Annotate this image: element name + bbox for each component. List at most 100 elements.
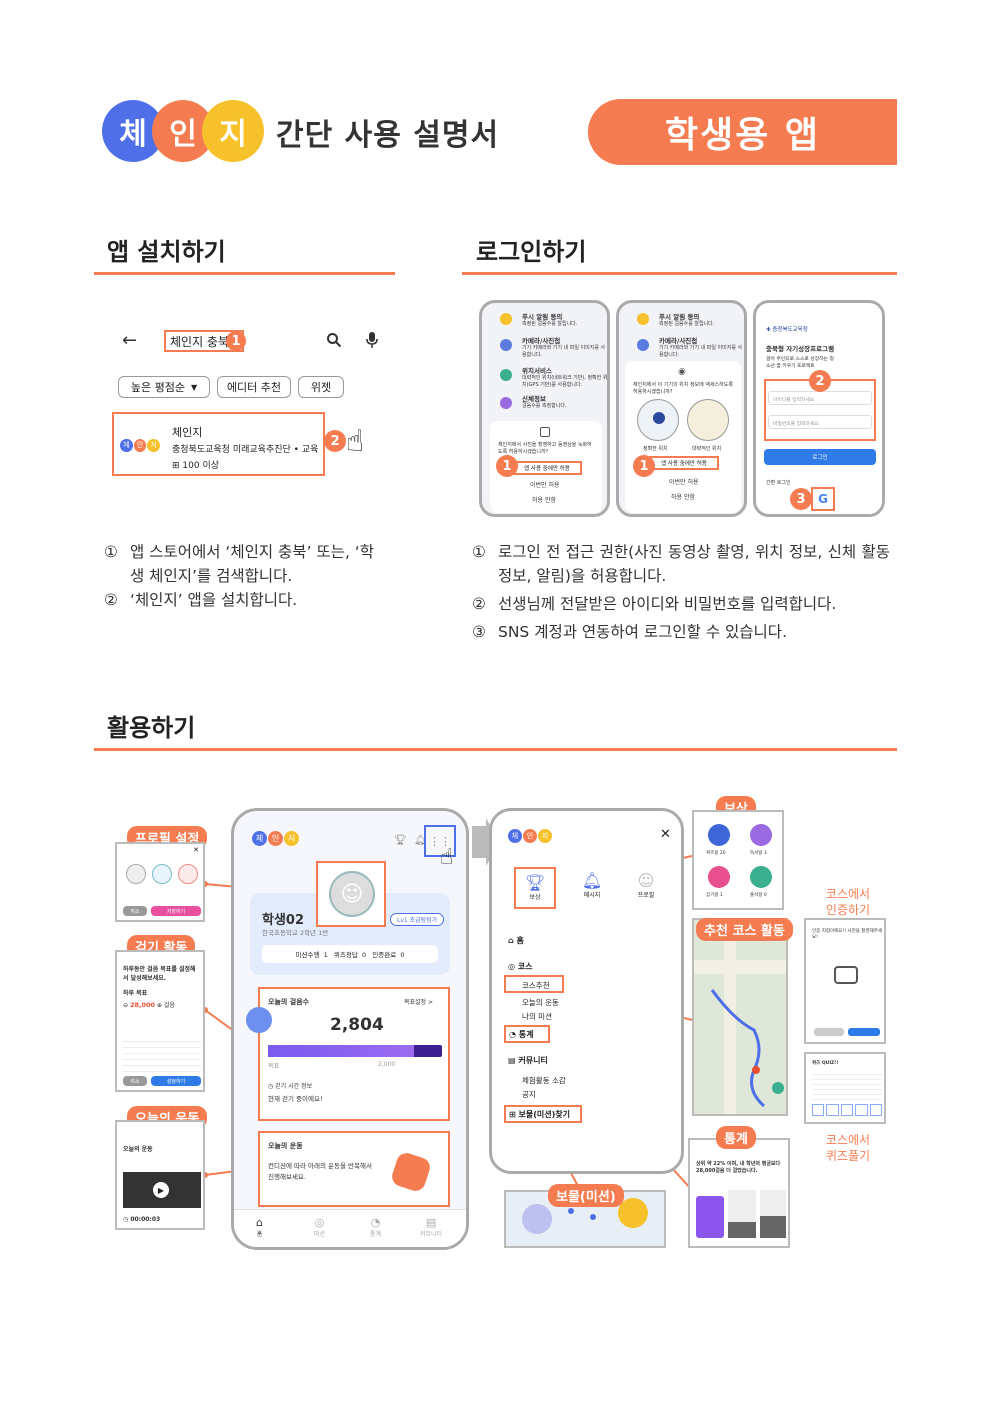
- thumb-reward: 퀴즈왕 20 독서왕 3 걷기왕 1 출석왕 0: [692, 810, 784, 910]
- menu-item-today-exercise[interactable]: 오늘의 운동: [522, 998, 559, 1007]
- deny-button[interactable]: 허용 안함: [532, 497, 556, 504]
- logo-char-ji: 지: [202, 100, 264, 162]
- app-badge: 학생용 앱: [588, 99, 897, 165]
- avatar[interactable]: ☺: [316, 861, 386, 927]
- program-desc: 걸어 주인으로 스스로 성장하는 청소년 꿈 키우기 프로젝트: [766, 357, 834, 369]
- nav-community[interactable]: ▤커뮤니티: [420, 1216, 443, 1238]
- bell-icon: 🔔︎: [581, 871, 603, 890]
- menu-section-course[interactable]: ◎ 코스: [508, 962, 533, 971]
- org-logo-icon: ✚: [766, 327, 773, 333]
- chevron-down-icon: ▼: [190, 382, 198, 392]
- community-icon: ▤: [508, 1056, 519, 1065]
- deny-button-2[interactable]: 허용 안함: [671, 494, 695, 501]
- home-logo: 체 인 지: [252, 831, 299, 846]
- menu-item-course-recommend[interactable]: 코스추천: [504, 975, 564, 993]
- thumb-cert: 인증 지점이에요!! 사진을 촬영해주세요!: [804, 918, 886, 1044]
- tap-hand-icon: ☝: [440, 845, 454, 870]
- close-icon[interactable]: ✕: [193, 846, 199, 854]
- install-rule: [94, 272, 395, 275]
- thumb-quiz: 퀴즈 QUIZ!!: [804, 1052, 886, 1124]
- nav-stats[interactable]: ◔통계: [370, 1216, 382, 1238]
- walk-set-button[interactable]: 설정하기: [151, 1076, 201, 1086]
- exercise-card[interactable]: 오늘의 운동 컨디션에 따라 아래의 운동을 반복해서 진행해보세요.: [258, 1131, 450, 1207]
- download-icon: ⊞: [172, 461, 183, 471]
- install-step-2: ②‘체인지’ 앱을 설치합니다.: [104, 591, 298, 609]
- face-option-1[interactable]: [126, 864, 146, 884]
- chip-editor[interactable]: 에디터 추천: [217, 376, 291, 398]
- thumb-walk: 하루동안 걸음 목표를 설정해서 달성해보세요. 하루 목표 ⊖ 28,000 …: [115, 950, 205, 1092]
- profile-cancel-button[interactable]: 취소: [123, 906, 147, 916]
- menu-profile-button[interactable]: ☺프로필: [626, 871, 666, 899]
- menu-button[interactable]: ⋮⋮: [424, 825, 456, 857]
- label-treasure: 보물(미션): [548, 1184, 624, 1207]
- precise-map-icon: [637, 399, 679, 441]
- search-icon[interactable]: [326, 332, 342, 348]
- camera-icon: [637, 339, 649, 351]
- menu-reward-button[interactable]: 🏆︎보상: [514, 867, 556, 909]
- pw-input[interactable]: 비밀번호를 입력하세요: [768, 415, 872, 429]
- minus-icon[interactable]: ⊖: [123, 1002, 130, 1009]
- profile-icon: ☺: [637, 871, 655, 890]
- back-arrow-icon[interactable]: ←: [122, 330, 138, 351]
- goal-setting-link[interactable]: 목표설정 >: [404, 999, 434, 1006]
- thumb-profile: ✕ 취소 저장하기: [115, 842, 205, 922]
- label-course-top: 추천 코스 활동: [696, 918, 793, 941]
- student-school: 한국초등학교 2학년 1반: [262, 929, 329, 937]
- trophy-icon[interactable]: 🏆︎: [394, 835, 407, 846]
- menu-section-community[interactable]: ▤ 커뮤니티: [508, 1056, 548, 1065]
- chip-widget[interactable]: 위젯: [298, 376, 344, 398]
- login-badge-2: 2: [809, 370, 831, 392]
- nav-mission[interactable]: ◎미션: [314, 1216, 326, 1238]
- student-name: 학생02: [262, 913, 305, 928]
- course-route: [694, 920, 786, 1114]
- stats-icon: ◔: [509, 1030, 519, 1039]
- chip-rating[interactable]: 높은 평점순▼: [118, 376, 210, 398]
- allow-once-button[interactable]: 이번만 허용: [530, 482, 560, 489]
- menu-logo: 체 인 지: [508, 829, 552, 843]
- menu-item-review[interactable]: 체험활동 소감: [522, 1076, 566, 1085]
- mic-icon[interactable]: [365, 331, 379, 349]
- login-button[interactable]: 로그인: [764, 449, 876, 465]
- profile-save-button[interactable]: 저장하기: [151, 906, 201, 916]
- google-login-button[interactable]: G: [811, 487, 835, 511]
- store-screenshot: ← 체인지 충북 1 높은 평점순▼ 에디터 추천 위젯 체 인 지 체인지 충…: [110, 318, 400, 488]
- camera-icon: [540, 427, 550, 437]
- simple-login-label: 간편 로그인: [766, 480, 791, 486]
- label-stats: 통계: [716, 1126, 756, 1149]
- home-icon: ⌂: [256, 1216, 263, 1229]
- home-phone: 체 인 지 🏆︎ 🔔︎ ⋮⋮ ☝ 학생02 한국초등학교 2학년 1반 Lv1 …: [231, 808, 469, 1250]
- nav-home[interactable]: ⌂홈: [256, 1216, 263, 1238]
- home-icon: ⌂: [508, 936, 517, 945]
- steps-card: 오늘의 걸음수 목표설정 > 2,804 목표 2,000 ◷ 걷기 시간 정보…: [258, 987, 450, 1121]
- bottom-nav: ⌂홈 ◎미션 ◔통계 ▤커뮤니티: [234, 1209, 466, 1247]
- allow-once-button-2[interactable]: 이번만 허용: [669, 479, 699, 486]
- tap-hand-icon: ☝: [346, 424, 365, 459]
- approx-map-icon: [687, 399, 729, 441]
- org-name: ✚ 충청북도교육청: [766, 327, 808, 333]
- menu-message-button[interactable]: 🔔︎메시지: [572, 871, 612, 899]
- location-dialog: ◉ 체인지에서 이 기기의 위치 정보에 액세스하도록 허용하시겠습니까? 정확…: [625, 361, 741, 513]
- face-option-2[interactable]: [152, 864, 172, 884]
- menu-item-notice[interactable]: 공지: [522, 1090, 536, 1099]
- thumb-course-map: [692, 918, 788, 1116]
- plus-icon[interactable]: ⊕: [155, 1002, 164, 1009]
- menu-section-stats[interactable]: ◔ 통계: [504, 1025, 550, 1043]
- location-icon: [500, 369, 512, 381]
- menu-section-home[interactable]: ⌂ 홈: [508, 936, 524, 945]
- mission-icon: ◎: [314, 1216, 325, 1229]
- menu-section-treasure[interactable]: ⊞ 보물(미션)찾기: [504, 1105, 582, 1123]
- close-icon[interactable]: ✕: [660, 827, 671, 842]
- play-icon[interactable]: ▶: [153, 1182, 169, 1198]
- program-name: 충북형 자기성장프로그램: [766, 345, 835, 353]
- body-icon: [500, 397, 512, 409]
- login-rule: [462, 272, 897, 275]
- menu-item-my-mission[interactable]: 나의 미션: [522, 1012, 552, 1021]
- bell-icon[interactable]: 🔔︎: [414, 835, 427, 846]
- app-listing[interactable]: 체 인 지 체인지 충청북도교육청 미래교육추진단 • 교육 ⊞ 100 이상: [112, 412, 325, 476]
- walk-cancel-button[interactable]: 취소: [123, 1076, 147, 1086]
- exercise-video[interactable]: ▶: [123, 1172, 201, 1208]
- smiley-face-icon: ☺: [329, 871, 375, 917]
- face-option-3[interactable]: [178, 864, 198, 884]
